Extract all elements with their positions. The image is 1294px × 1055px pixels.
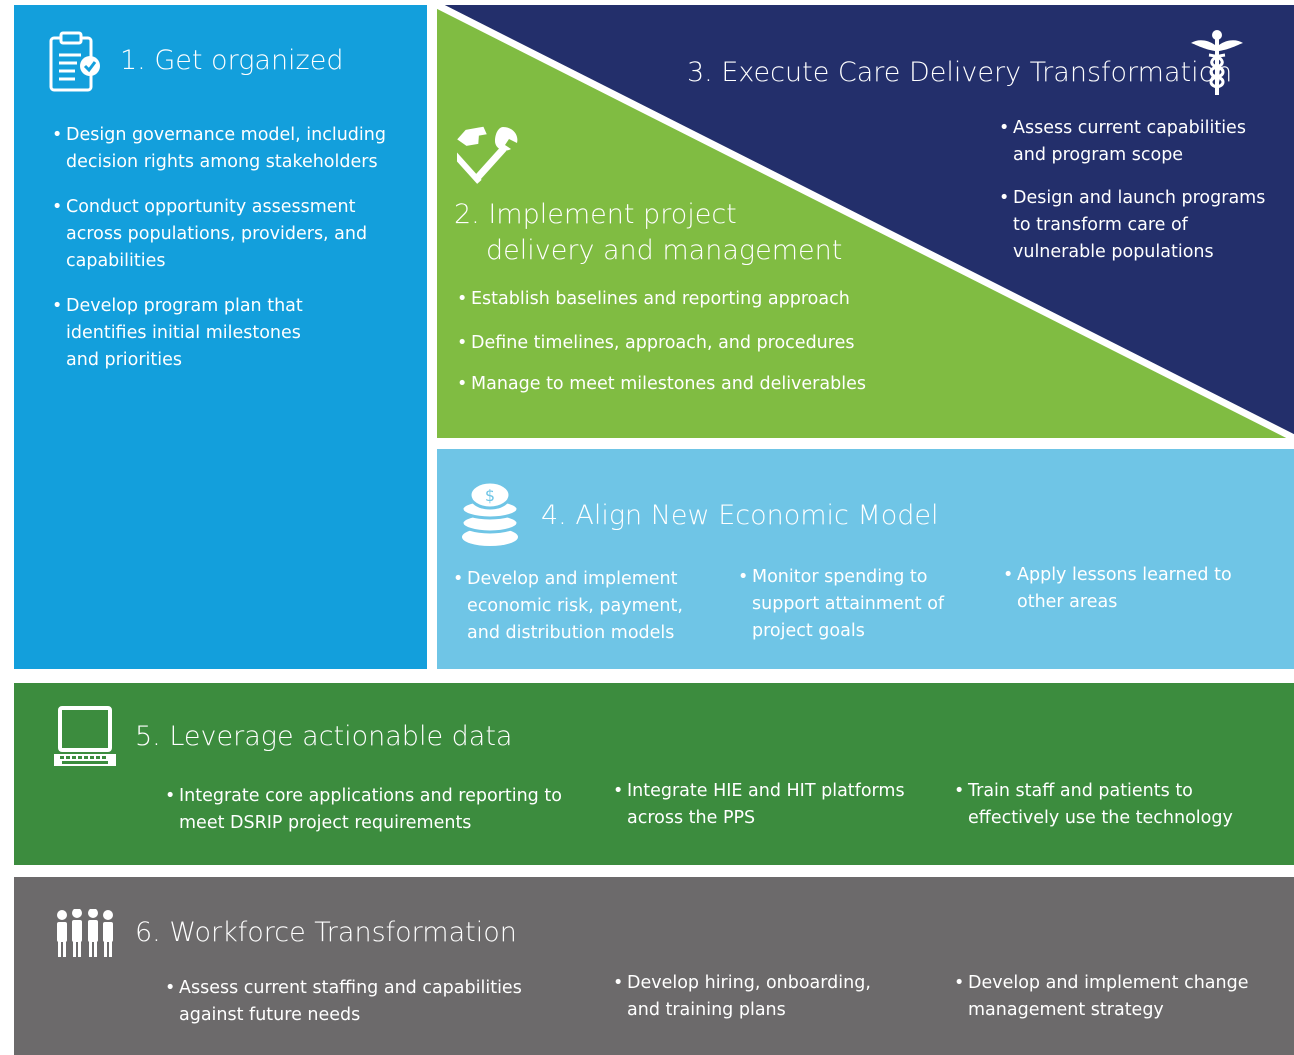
step1-bullet: Design governance model, including decis… xyxy=(52,122,402,176)
step2-title-line2: delivery and management xyxy=(486,235,843,266)
coin-stack-icon: $ xyxy=(460,480,520,546)
step6-title: 6. Workforce Transformation xyxy=(135,917,517,948)
step3-title: 3. Execute Care Delivery Transformation xyxy=(687,57,1233,88)
step6-bullet: Assess current staffing and capabilities… xyxy=(165,975,559,1029)
step3-bullet: Assess current capabilities and program … xyxy=(999,115,1279,169)
step4-bullet: Monitor spending to support attainment o… xyxy=(738,564,967,645)
step6-bullet: Develop hiring, onboarding, and training… xyxy=(613,970,907,1024)
people-group-icon xyxy=(57,909,113,957)
step2-bullet: Manage to meet milestones and deliverabl… xyxy=(457,371,957,398)
step5-title: 5. Leverage actionable data xyxy=(135,721,513,752)
step1-bullet-list: Design governance model, including decis… xyxy=(52,122,402,392)
svg-text:$: $ xyxy=(485,486,495,505)
step2-bullet: Define timelines, approach, and procedur… xyxy=(457,330,957,357)
step4-panel: $ 4. Align New Economic Model Develop an… xyxy=(437,449,1294,669)
step3-bullet: Design and launch programs to transform … xyxy=(999,185,1279,266)
step1-panel: 1. Get organized Design governance model… xyxy=(14,5,427,669)
laptop-icon xyxy=(54,706,116,766)
step4-title: 4. Align New Economic Model xyxy=(541,500,939,531)
caduceus-icon xyxy=(1191,30,1243,95)
step2-bullet: Establish baselines and reporting approa… xyxy=(457,286,957,313)
step2-bullet-list: Establish baselines and reporting approa… xyxy=(457,286,957,416)
hammer-wrench-icon xyxy=(457,126,518,184)
step6-bullet: Develop and implement change management … xyxy=(954,970,1268,1024)
step5-bullet: Integrate core applications and reportin… xyxy=(165,783,579,837)
step1-bullet: Develop program plan that identifies ini… xyxy=(52,293,326,374)
step1-bullet: Conduct opportunity assessment across po… xyxy=(52,194,402,275)
step4-bullet: Apply lessons learned to other areas xyxy=(1003,562,1272,616)
step5-panel: 5. Leverage actionable data Integrate co… xyxy=(14,683,1294,865)
step6-panel: 6. Workforce Transformation Assess curre… xyxy=(14,877,1294,1055)
step5-bullet: Train staff and patients to effectively … xyxy=(954,778,1268,832)
step5-bullet: Integrate HIE and HIT platforms across t… xyxy=(613,778,927,832)
step1-title: 1. Get organized xyxy=(120,45,344,76)
step3-bullet-list: Assess current capabilities and program … xyxy=(999,115,1279,284)
step2-title-line1: 2. Implement project xyxy=(454,199,737,230)
step2-step3-panel: 3. Execute Care Delivery Transformation … xyxy=(437,5,1294,438)
step4-bullet: Develop and implement economic risk, pay… xyxy=(453,566,702,647)
clipboard-check-icon xyxy=(49,31,100,92)
